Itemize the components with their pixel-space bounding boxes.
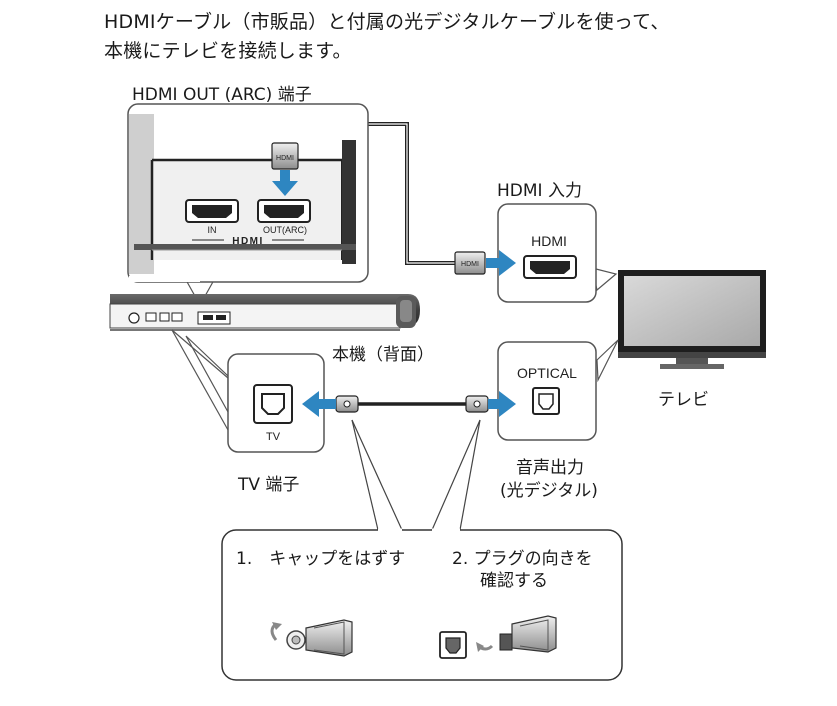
tv-hdmi-input-callout: HDMI [497,203,618,303]
hdmi-input-label: HDMI 入力 [497,181,582,201]
audio-out-label-1: 音声出力 [516,458,584,478]
steps-box [221,529,623,681]
hdmi-out-port-label: HDMI OUT (ARC) 端子 [132,85,312,105]
arrow-right-to-tv-hdmi [486,250,516,276]
hdmi-logo: HDMI [232,236,264,247]
optical-output-callout: OPTICAL [497,339,619,441]
hdmi-plug-top: HDMI [271,142,299,170]
callout-lines-to-steps [351,419,481,534]
hdmi-plug-top-label: HDMI [276,155,294,162]
hdmi-panel-callout: IN OUT(ARC) HDMI [127,103,369,307]
hdmi-out-port [257,199,311,223]
unit-rear-label: 本機（背面） [332,345,434,365]
out-arc-port-label: OUT(ARC) [263,225,307,235]
tv-hdmi-port-label: HDMI [531,233,567,249]
arrow-right-to-optical-output [488,391,516,417]
hdmi-plug-tv-label: HDMI [461,261,479,268]
step-1-illustration [270,619,353,657]
arrow-left-to-tv-port [302,391,336,417]
intro-text: HDMIケーブル（市販品）と付属の光デジタルケーブルを使って、 本機にテレビを接… [104,8,670,66]
tv-illustration [618,270,766,369]
tv-port-callout: TV [171,329,325,453]
optical-cable [335,395,489,413]
arrow-down-to-out-port [272,170,298,196]
step-2-illustration [439,615,557,659]
optical-port-label: OPTICAL [517,365,577,381]
step-2-label-1: 2. プラグの向きを [452,549,593,569]
hdmi-in-port [185,199,239,223]
soundbar-rear [109,294,420,331]
intro-line-2: 本機にテレビを接続します。 [104,40,352,62]
in-port-label: IN [208,225,217,235]
audio-out-label-2: (光デジタル) [500,481,598,501]
hdmi-plug-tv: HDMI [454,251,486,275]
intro-line-1: HDMIケーブル（市販品）と付属の光デジタルケーブルを使って、 [104,11,670,33]
tv-port-small-label: TV [266,431,281,443]
step-1-label: 1. キャップをはずす [236,549,406,569]
step-2-label-2: 確認する [480,571,548,591]
tv-port-label: TV 端子 [238,475,300,495]
tv-label: テレビ [658,390,709,410]
